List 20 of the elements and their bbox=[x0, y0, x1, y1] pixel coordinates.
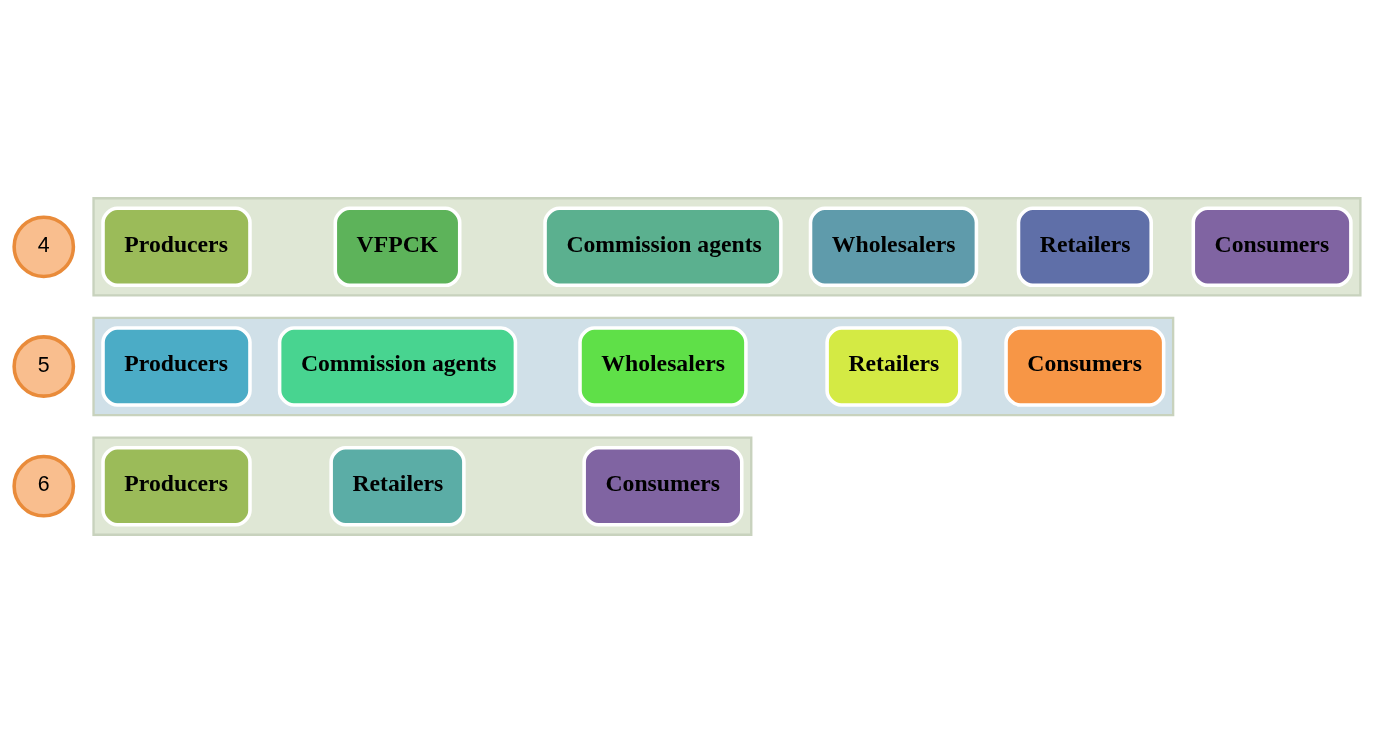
node-box: VFPCK bbox=[333, 206, 462, 287]
node-box: Producers bbox=[101, 206, 252, 287]
node-circle: 6 bbox=[12, 454, 76, 518]
node-box: Retailers bbox=[329, 445, 466, 526]
cluster bbox=[92, 196, 1362, 297]
node-box: Consumers bbox=[1191, 206, 1353, 287]
node-circle: 5 bbox=[12, 334, 76, 398]
cluster bbox=[92, 316, 1175, 416]
node-box: Producers bbox=[101, 445, 252, 526]
node-box: Wholesalers bbox=[808, 206, 979, 287]
node-circle: 4 bbox=[12, 214, 76, 278]
node-box: Retailers bbox=[825, 325, 962, 407]
node-box: Consumers bbox=[582, 445, 744, 526]
node-box: Producers bbox=[101, 325, 252, 407]
node-box: Commission agents bbox=[543, 206, 783, 287]
node-box: Retailers bbox=[1016, 206, 1153, 287]
node-box: Commission agents bbox=[277, 325, 518, 407]
node-box: Wholesalers bbox=[578, 325, 748, 407]
cluster bbox=[92, 435, 753, 536]
node-box: Consumers bbox=[1004, 325, 1166, 407]
